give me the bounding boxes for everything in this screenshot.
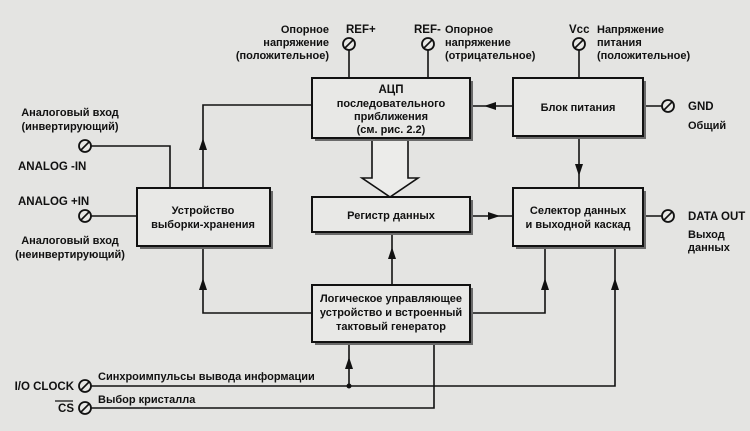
register-block: Регистр данных: [311, 196, 473, 235]
arrows: [199, 102, 619, 369]
terminal-icon: [661, 99, 675, 113]
pin-desc: (отрицательное): [445, 50, 536, 62]
arrow-right: [488, 212, 500, 220]
pin-desc: Синхроимпульсы вывода информации: [98, 371, 315, 383]
logic-label: Логическое управляющее: [320, 293, 462, 305]
bus-arrow: [359, 137, 421, 198]
pin-desc: Выход: [688, 229, 725, 241]
pin-gnd: GND Общий: [688, 101, 726, 132]
pin-desc: Аналоговый вход: [21, 235, 119, 247]
pin-name: Vcc: [569, 24, 590, 36]
pin-name: REF+: [346, 24, 376, 36]
pin-cs: CS Выбор кристалла: [55, 394, 196, 415]
terminal-icon: [78, 139, 92, 153]
terminal-icon: [78, 401, 92, 415]
selector-label: Селектор данных: [530, 205, 627, 217]
terminal-icon: [342, 37, 356, 51]
terminal-icon: [78, 209, 92, 223]
pin-io-clock: I/O CLOCK Синхроимпульсы вывода информац…: [15, 371, 315, 393]
pin-desc: Аналоговый вход: [21, 107, 119, 119]
pin-desc: напряжение: [445, 37, 511, 49]
terminal-icon: [78, 379, 92, 393]
pin-name: ANALOG +IN: [18, 196, 89, 208]
selector-block: Селектор данных и выходной каскад: [512, 187, 646, 249]
arrow-up: [388, 247, 396, 259]
logic-block: Логическое управляющее устройство и встр…: [311, 284, 473, 345]
pin-name: REF-: [414, 24, 441, 36]
sample-hold-label: Устройство: [172, 205, 235, 217]
arrow-down: [575, 164, 583, 176]
logic-label: устройство и встроенный: [320, 307, 462, 319]
selector-label: и выходной каскад: [526, 219, 631, 231]
arrow-left: [484, 102, 496, 110]
pin-name: ANALOG -IN: [18, 161, 86, 173]
wires: [91, 50, 662, 409]
pin-name: GND: [688, 101, 714, 113]
pin-name: DATA OUT: [688, 211, 745, 223]
adc-label: последовательного: [337, 98, 446, 110]
pin-analog-plus: ANALOG +IN Аналоговый вход (неинвертирую…: [15, 196, 125, 261]
pin-desc: Напряжение: [597, 24, 664, 36]
pin-desc: Опорное: [281, 24, 329, 36]
pin-data-out: DATA OUT Выход данных: [688, 211, 745, 254]
pin-desc: (инвертирующий): [21, 121, 118, 133]
pin-vcc: Vcc Напряжение питания (положительное): [569, 24, 690, 62]
adc-label: приближения: [354, 111, 428, 123]
terminal-icon: [421, 37, 435, 51]
power-block: Блок питания: [512, 77, 646, 139]
pin-desc: Общий: [688, 120, 726, 132]
register-label: Регистр данных: [347, 210, 436, 222]
logic-label: тактовый генератор: [336, 321, 446, 333]
terminal-icons: [78, 37, 675, 415]
pin-desc: Выбор кристалла: [98, 394, 196, 406]
adc-title: АЦП: [379, 84, 404, 96]
pin-name: I/O CLOCK: [15, 381, 75, 393]
pin-desc: питания: [597, 37, 642, 49]
pin-desc: (неинвертирующий): [15, 249, 125, 261]
arrow-up: [541, 278, 549, 290]
terminal-icon: [661, 209, 675, 223]
terminal-icon: [572, 37, 586, 51]
pin-desc: Опорное: [445, 24, 493, 36]
arrow-up: [345, 357, 353, 369]
pin-desc: данных: [688, 242, 731, 254]
pin-desc: напряжение: [263, 37, 329, 49]
arrow-up: [199, 278, 207, 290]
sample-hold-block: Устройство выборки-хранения: [136, 187, 273, 249]
pin-analog-minus: Аналоговый вход (инвертирующий) ANALOG -…: [18, 107, 119, 173]
pin-ref-minus: REF- Опорное напряжение (отрицательное): [414, 24, 536, 62]
arrow-up: [199, 138, 207, 150]
pin-desc: (положительное): [236, 50, 329, 62]
pin-name: CS: [58, 403, 74, 415]
adc-label: (см. рис. 2.2): [357, 124, 426, 136]
adc-block: АЦП последовательного приближения (см. р…: [311, 77, 473, 141]
pin-desc: (положительное): [597, 50, 690, 62]
power-label: Блок питания: [541, 102, 616, 114]
sample-hold-label: выборки-хранения: [151, 219, 255, 231]
arrow-up: [611, 278, 619, 290]
pin-ref-plus: REF+ Опорное напряжение (положительное): [236, 24, 376, 62]
